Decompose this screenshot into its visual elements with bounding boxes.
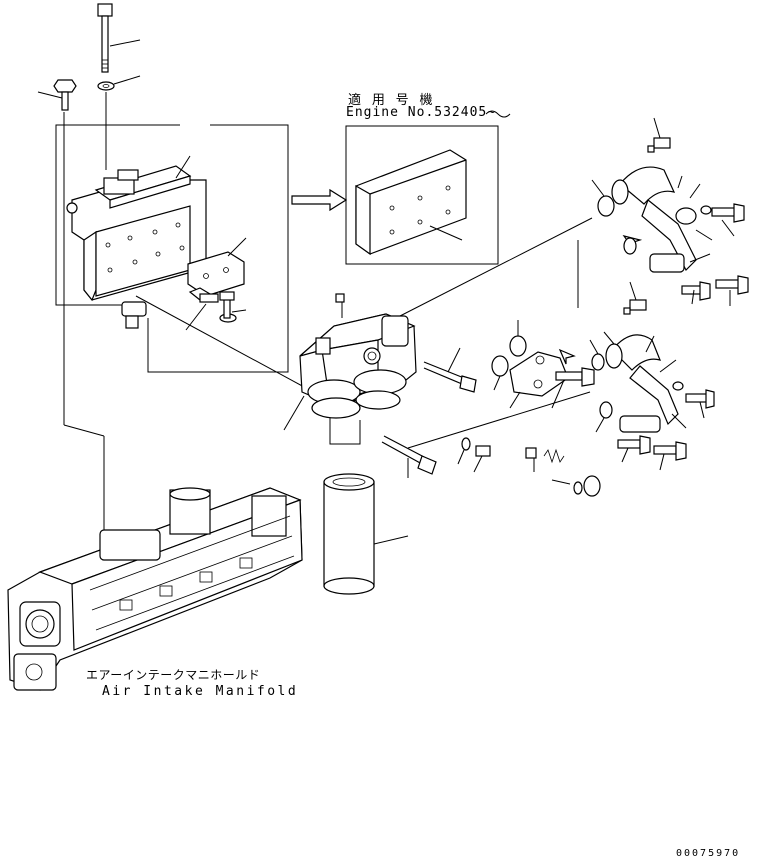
- leader-line: [283, 395, 305, 431]
- leader-line: [603, 331, 615, 345]
- leader-line: [629, 281, 637, 301]
- relief-spring: [525, 447, 565, 464]
- leader-line: [721, 219, 735, 237]
- group-frame: [55, 124, 180, 306]
- boss-bolt: [121, 301, 147, 329]
- water-tube-upper: [611, 166, 697, 273]
- leader-line: [589, 339, 599, 355]
- leader-line: [37, 91, 63, 99]
- manifold-label-jp: エアーインテークマニホールド: [86, 668, 261, 682]
- o-ring-2: [573, 481, 583, 495]
- filter-housing: [299, 293, 417, 419]
- bolt-right-4: [685, 389, 715, 409]
- leader-line: [689, 183, 701, 199]
- leader-tilde: [485, 110, 511, 118]
- leader-line: [691, 289, 695, 305]
- leader-line: [447, 347, 461, 373]
- leader-line: [677, 175, 683, 189]
- gasket: [591, 353, 605, 371]
- bolt-a: [188, 287, 219, 303]
- air-intake-manifold: [7, 487, 303, 691]
- leader-line: [621, 447, 629, 463]
- water-tube-lower: [605, 334, 679, 433]
- leader-line: [407, 391, 591, 449]
- leader-line: [185, 303, 207, 331]
- inset-cover: [355, 149, 467, 256]
- leader-line: [595, 417, 605, 433]
- leader-line: [329, 418, 361, 445]
- gasket: [599, 401, 613, 419]
- cap-plug: [583, 475, 601, 497]
- gasket: [509, 335, 527, 357]
- leader-line: [473, 455, 483, 473]
- bolt-right-5: [617, 435, 651, 455]
- bolt-right-2: [681, 281, 711, 301]
- washer-small: [672, 381, 684, 391]
- filter-cartridge: [323, 473, 375, 595]
- leader-line: [63, 424, 105, 437]
- gasket: [623, 237, 637, 255]
- engine-number-label: Engine No.532405~: [346, 105, 497, 120]
- small-bracket: [187, 251, 245, 297]
- washer-small: [700, 205, 712, 215]
- leader-line: [671, 413, 687, 429]
- long-bolt: [97, 3, 113, 73]
- bolt-top-right: [647, 137, 671, 153]
- leader-line: [699, 401, 705, 419]
- leader-line: [231, 309, 247, 313]
- leader-line: [695, 229, 713, 241]
- leader-line: [509, 391, 521, 409]
- flange-bolt: [555, 367, 595, 387]
- leader-line: [659, 453, 665, 471]
- bolt-b: [219, 291, 237, 323]
- bolt-mid-right: [623, 299, 647, 315]
- leader-line: [429, 225, 463, 241]
- leader-line: [591, 179, 605, 197]
- leader-line: [659, 359, 677, 373]
- leader-line: [113, 75, 141, 85]
- leader-line: [493, 375, 501, 391]
- bolt-right-1: [711, 203, 745, 223]
- leader-line: [653, 117, 661, 139]
- housing-bolt-upper: [423, 361, 477, 393]
- leader-line: [457, 449, 465, 465]
- bolt-right-3: [715, 275, 749, 295]
- o-ring: [461, 437, 471, 451]
- housing-bolt-lower: [381, 435, 437, 475]
- cooler-cover: [66, 165, 207, 302]
- leader-line: [175, 155, 191, 179]
- inset-frame: [345, 125, 499, 265]
- plug: [475, 445, 491, 457]
- small-bolt: [53, 79, 77, 111]
- leader-line: [399, 217, 593, 317]
- arrow-right-icon: [291, 188, 348, 212]
- leader-line: [689, 253, 711, 263]
- gasket: [597, 195, 615, 217]
- manifold-label-en: Air Intake Manifold: [102, 684, 299, 699]
- arrow-icon: [558, 348, 576, 365]
- applicable-serial-label-jp: 適 用 号 機: [348, 93, 434, 108]
- gasket: [491, 355, 509, 377]
- drawing-number: 00075970: [676, 848, 741, 859]
- leader-line: [227, 237, 247, 257]
- bolt-right-6: [653, 441, 687, 461]
- leader-line: [645, 335, 655, 353]
- washer: [97, 81, 115, 91]
- leader-line: [551, 479, 571, 485]
- leader-line: [373, 535, 409, 545]
- group-frame: [147, 124, 289, 373]
- leader-line: [109, 39, 141, 47]
- leader-line: [135, 295, 307, 389]
- leader-line: [551, 379, 565, 409]
